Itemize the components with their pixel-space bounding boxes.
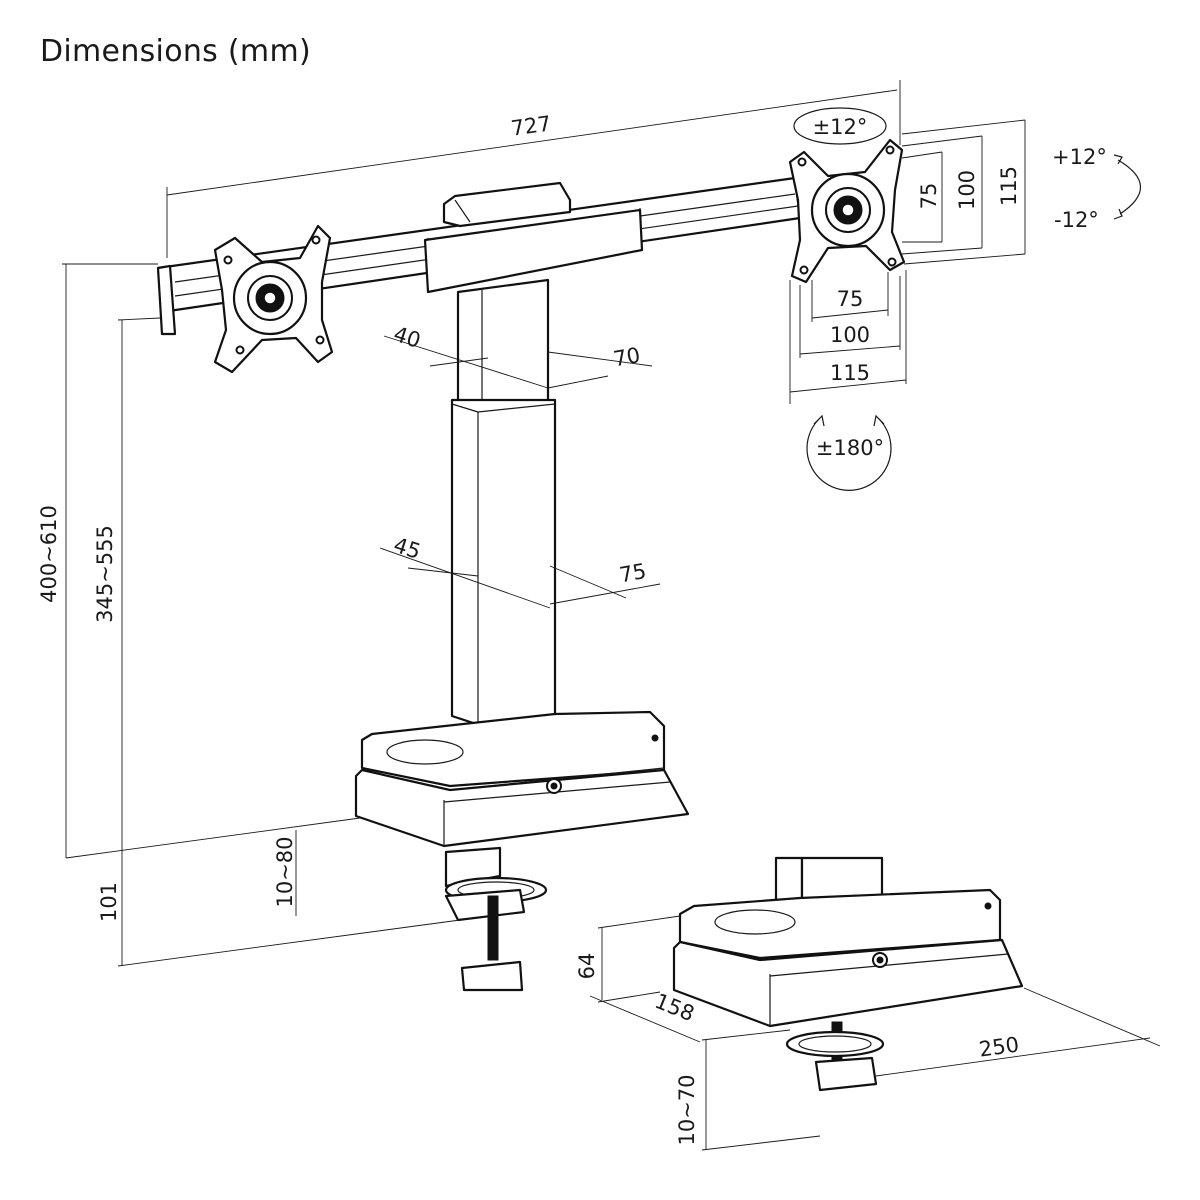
- vesa-height-dimensions: 75 100 115: [901, 119, 1026, 265]
- tilt-indicator: +12° -12°: [1052, 145, 1142, 232]
- vesa-height-115-label: 115: [997, 166, 1021, 206]
- upper-width-label: 70: [612, 343, 642, 371]
- rotation-indicator: ±180°: [806, 414, 892, 491]
- grommet-base: [672, 856, 1024, 1092]
- left-vesa-plate: [213, 224, 334, 374]
- vesa-height-100-label: 100: [955, 170, 979, 210]
- vesa-width-75-label: 75: [837, 287, 864, 311]
- tilt-down-label: -12°: [1054, 208, 1099, 232]
- rail-width-label: 727: [510, 111, 553, 140]
- pole: [450, 278, 557, 752]
- rotation-label: ±180°: [816, 436, 884, 460]
- vesa-width-115-label: 115: [830, 361, 870, 385]
- vesa-height-75-label: 75: [917, 183, 941, 210]
- rail-width-dimension: 727: [166, 80, 901, 258]
- vesa-width-dimensions: 75 100 115: [789, 270, 907, 404]
- vesa-width-100-label: 100: [830, 323, 870, 347]
- tilt-rotate-indicator: ±12°: [793, 107, 887, 145]
- total-height-label: 400~610: [37, 505, 61, 603]
- desk-clamp: [444, 846, 548, 992]
- lower-depth-label: 45: [391, 533, 424, 564]
- right-vesa-plate: [788, 138, 906, 284]
- grommet-range-label: 10~70: [675, 1074, 699, 1145]
- base-height-label: 64: [575, 953, 599, 980]
- tilt-up-label: +12°: [1052, 145, 1107, 169]
- pole-height-label: 345~555: [93, 525, 117, 623]
- base-width-label: 250: [978, 1032, 1021, 1061]
- height-dimensions: 400~610 345~555 10~80 101: [37, 263, 461, 967]
- page-title: Dimensions (mm): [40, 34, 311, 69]
- tilt-rotate-label: ±12°: [813, 115, 868, 139]
- upper-depth-label: 40: [391, 322, 424, 353]
- base-offset-label: 101: [97, 882, 121, 922]
- main-base: [354, 710, 690, 848]
- lower-width-label: 75: [618, 559, 648, 587]
- clamp-range-label: 10~80: [273, 836, 297, 907]
